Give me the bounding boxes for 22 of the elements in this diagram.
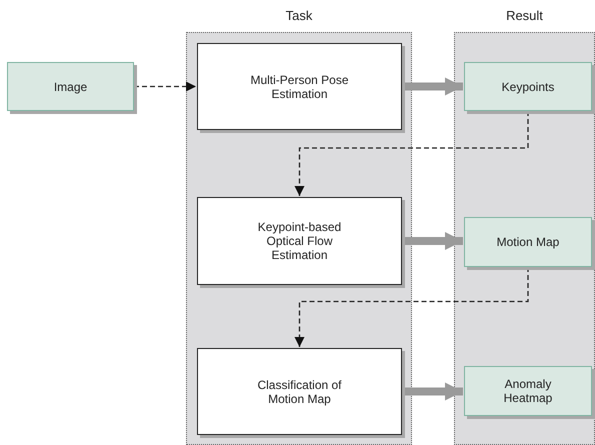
block-arrow <box>402 232 463 250</box>
dashed-arrow <box>294 267 529 347</box>
process-box <box>197 197 402 285</box>
dashed-arrow <box>134 82 196 92</box>
box-text: Classification of Motion Map <box>256 378 343 406</box>
box-text: Image <box>54 80 88 94</box>
data-box <box>464 62 592 111</box>
box-text: Keypoint-based Optical Flow Estimation <box>256 220 342 262</box>
box-text: Multi-Person Pose Estimation <box>249 72 350 100</box>
data-box <box>464 217 592 267</box>
data-box <box>464 366 592 416</box>
column-heading: Result <box>505 7 544 25</box>
process-box <box>197 348 402 435</box>
column-heading: Task <box>284 7 314 25</box>
data-box <box>7 62 134 111</box>
box-text: Motion Map <box>496 235 560 249</box>
box-text: Keypoints <box>502 80 554 94</box>
block-arrow <box>402 382 463 400</box>
box-text: Anomaly Heatmap <box>502 377 554 405</box>
block-arrow <box>402 78 463 96</box>
process-box <box>197 43 402 130</box>
dashed-arrow <box>294 111 529 196</box>
